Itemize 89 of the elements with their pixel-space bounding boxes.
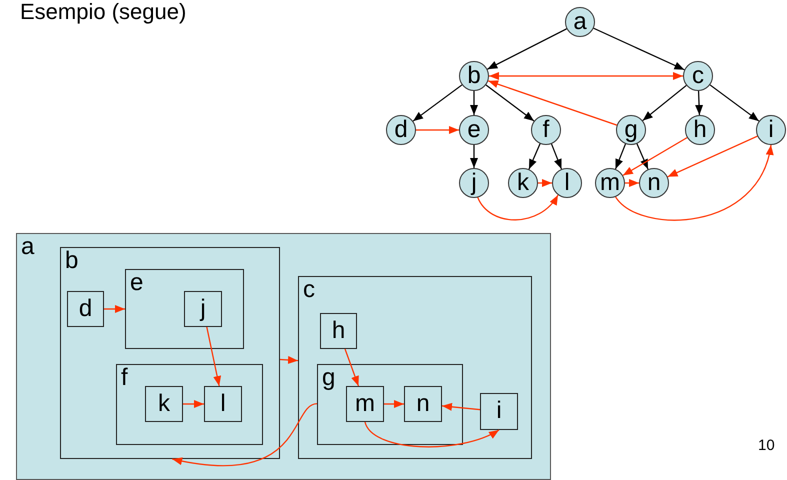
arrow bbox=[593, 28, 685, 70]
node-label: f bbox=[542, 118, 550, 142]
node-label: i bbox=[768, 118, 774, 142]
leaf-box bbox=[320, 313, 357, 349]
node-label: l bbox=[564, 171, 570, 195]
tree-node-circle bbox=[508, 168, 538, 198]
arrow bbox=[183, 400, 204, 408]
node-label: l bbox=[220, 390, 226, 418]
node-label: k bbox=[158, 390, 170, 418]
tree-node-circle bbox=[616, 115, 646, 145]
node-label: e bbox=[467, 118, 481, 142]
container-box bbox=[116, 364, 263, 445]
node-label: b bbox=[467, 64, 481, 88]
arrow bbox=[642, 84, 687, 122]
tree-node-circle bbox=[531, 115, 561, 145]
node-label: h bbox=[332, 318, 346, 344]
container-box bbox=[317, 364, 463, 445]
leaf-box bbox=[346, 386, 384, 422]
arrow bbox=[489, 72, 683, 80]
tree-node-circle bbox=[459, 115, 489, 145]
tree-node-circle bbox=[459, 168, 489, 198]
node-label: n bbox=[647, 171, 661, 195]
container-box bbox=[125, 269, 244, 349]
arrow bbox=[486, 84, 534, 122]
tree-node-circle bbox=[552, 168, 582, 198]
node-label: d bbox=[394, 118, 408, 142]
node-label: g bbox=[322, 365, 336, 392]
tree-node-circle bbox=[386, 115, 416, 145]
node-label: d bbox=[78, 296, 92, 322]
node-label: c bbox=[692, 64, 704, 88]
tree-node-circle bbox=[639, 168, 669, 198]
arrow bbox=[344, 348, 360, 386]
arrow bbox=[614, 144, 626, 170]
arrow bbox=[622, 137, 688, 176]
tree-node-circle bbox=[565, 7, 595, 37]
node-label: g bbox=[624, 118, 638, 142]
arrow bbox=[416, 126, 459, 134]
arrow bbox=[488, 80, 617, 126]
arrow bbox=[538, 179, 552, 187]
tree-node-circle bbox=[683, 61, 713, 91]
node-label: a bbox=[21, 234, 34, 260]
leaf-box bbox=[184, 291, 222, 327]
page-number: 10 bbox=[758, 437, 775, 454]
node-label: a bbox=[573, 10, 587, 34]
arrow bbox=[172, 403, 318, 466]
arrow bbox=[442, 402, 480, 411]
slide-title: Esempio (segue) bbox=[20, 0, 186, 24]
tree-node-circle bbox=[459, 61, 489, 91]
arrow bbox=[364, 422, 500, 448]
node-label: i bbox=[496, 398, 502, 425]
arrow bbox=[710, 84, 760, 122]
leaf-box bbox=[67, 291, 104, 327]
leaf-box bbox=[204, 386, 242, 422]
arrow bbox=[470, 91, 478, 115]
arrow bbox=[206, 326, 222, 386]
container-box bbox=[16, 233, 551, 480]
arrow bbox=[667, 136, 758, 178]
arrow bbox=[615, 144, 772, 221]
arrow bbox=[412, 84, 462, 122]
arrow bbox=[625, 179, 639, 187]
arrow bbox=[384, 400, 404, 408]
container-box bbox=[60, 247, 280, 459]
node-label: m bbox=[355, 390, 375, 418]
arrow bbox=[695, 90, 704, 116]
arrow bbox=[477, 194, 558, 220]
arrow bbox=[487, 28, 567, 70]
node-label: n bbox=[416, 390, 430, 418]
node-label: h bbox=[693, 118, 707, 142]
arrow bbox=[636, 144, 649, 170]
arrow bbox=[104, 305, 125, 313]
tree-node-circle bbox=[756, 115, 786, 145]
node-label: k bbox=[517, 171, 529, 195]
tree-node-circle bbox=[595, 168, 625, 198]
arrow bbox=[528, 144, 541, 170]
node-label: j bbox=[200, 296, 206, 322]
arrow bbox=[280, 356, 298, 364]
node-label: j bbox=[471, 171, 477, 195]
container-box bbox=[298, 276, 532, 459]
node-label: m bbox=[600, 171, 620, 195]
leaf-box bbox=[145, 386, 183, 422]
node-label: e bbox=[130, 270, 144, 296]
leaf-box bbox=[480, 393, 518, 430]
arrow bbox=[470, 145, 478, 168]
leaf-box bbox=[404, 386, 442, 422]
tree-node-circle bbox=[685, 115, 715, 145]
node-label: b bbox=[65, 248, 78, 274]
node-label: f bbox=[121, 365, 128, 392]
node-label: c bbox=[303, 277, 315, 304]
arrow bbox=[550, 144, 562, 170]
